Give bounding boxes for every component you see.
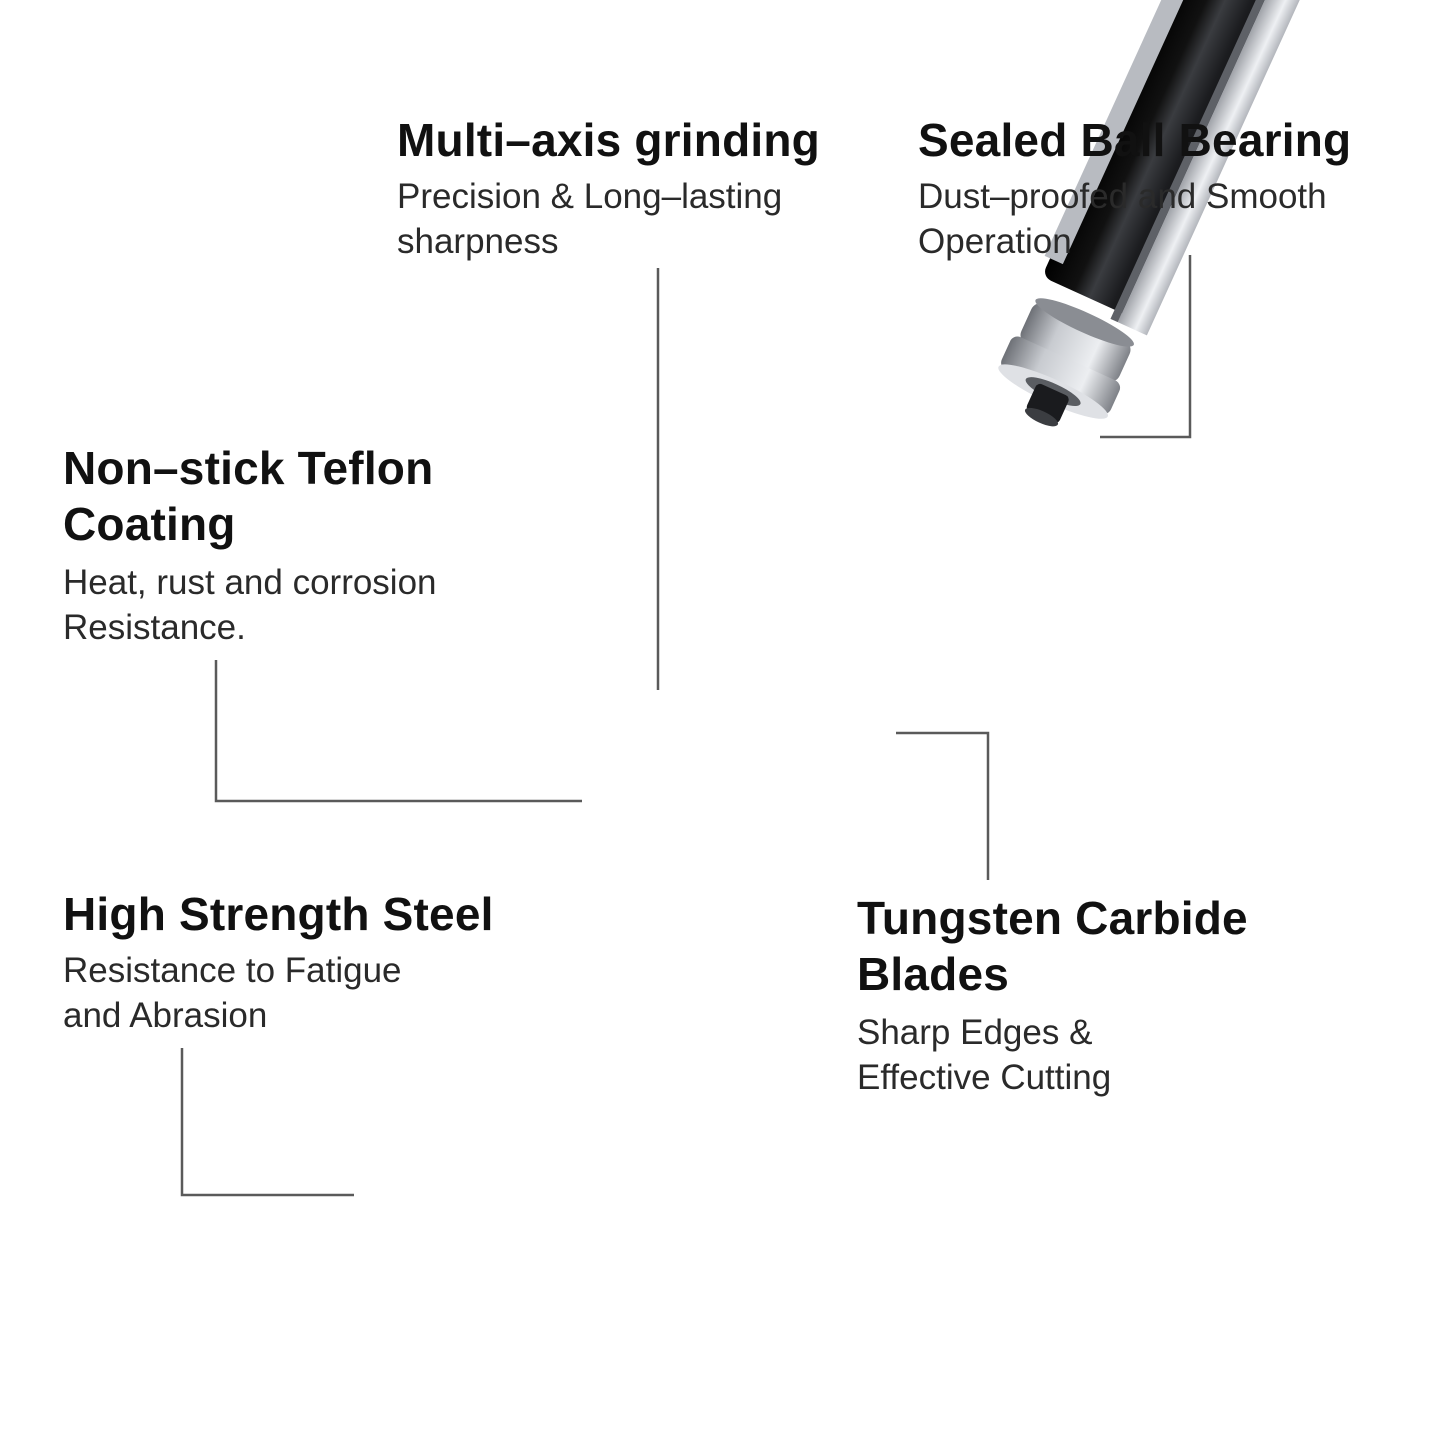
callout-title: Tungsten Carbide Blades: [857, 890, 1377, 1002]
title-line-1: Tungsten Carbide: [857, 892, 1248, 944]
callout-description: Resistance to Fatigue and Abrasion: [63, 948, 583, 1038]
title-line-1: Non–stick Teflon: [63, 442, 434, 494]
callout-tungsten-carbide-blades: Tungsten Carbide Blades Sharp Edges & Ef…: [857, 890, 1377, 1100]
leader-line-steel: [180, 1048, 354, 1197]
callout-teflon-coating: Non–stick Teflon Coating Heat, rust and …: [63, 440, 583, 650]
callout-multi-axis-grinding: Multi–axis grinding Precision & Long–las…: [397, 112, 897, 264]
callout-high-strength-steel: High Strength Steel Resistance to Fatigu…: [63, 886, 583, 1038]
title-line-2: Blades: [857, 948, 1010, 1000]
callout-description: Precision & Long–lasting sharpness: [397, 174, 897, 264]
description-line-1: Precision & Long–lasting: [397, 177, 783, 216]
leader-line-carbide: [896, 731, 990, 880]
description-line-1: Heat, rust and corrosion: [63, 563, 437, 602]
teflon-coated-body: [1045, 0, 1418, 322]
description-line-1: Resistance to Fatigue: [63, 951, 402, 990]
callout-description: Heat, rust and corrosion Resistance.: [63, 560, 583, 650]
leader-line-sealed-bearing: [1100, 255, 1192, 439]
title-line-2: Coating: [63, 498, 236, 550]
description-line-2: sharpness: [397, 222, 559, 261]
callout-title: Sealed Ball Bearing: [918, 114, 1352, 166]
callout-description: Dust–proofed and Smooth Operation: [918, 174, 1438, 264]
callout-title: Non–stick Teflon Coating: [63, 440, 583, 552]
description-line-1: Dust–proofed and Smooth: [918, 177, 1327, 216]
callout-title: High Strength Steel: [63, 888, 494, 940]
tungsten-carbide-blade: [1044, 0, 1425, 336]
callout-title: Multi–axis grinding: [397, 114, 820, 166]
leader-line-teflon: [214, 660, 582, 803]
description-line-2: Effective Cutting: [857, 1058, 1112, 1097]
description-line-1: Sharp Edges &: [857, 1013, 1093, 1052]
description-line-2: Operation: [918, 222, 1072, 261]
sealed-ball-bearing: [998, 298, 1134, 427]
callout-sealed-ball-bearing: Sealed Ball Bearing Dust–proofed and Smo…: [918, 112, 1438, 264]
callout-description: Sharp Edges & Effective Cutting: [857, 1010, 1377, 1100]
description-line-2: and Abrasion: [63, 996, 268, 1035]
description-line-2: Resistance.: [63, 608, 246, 647]
